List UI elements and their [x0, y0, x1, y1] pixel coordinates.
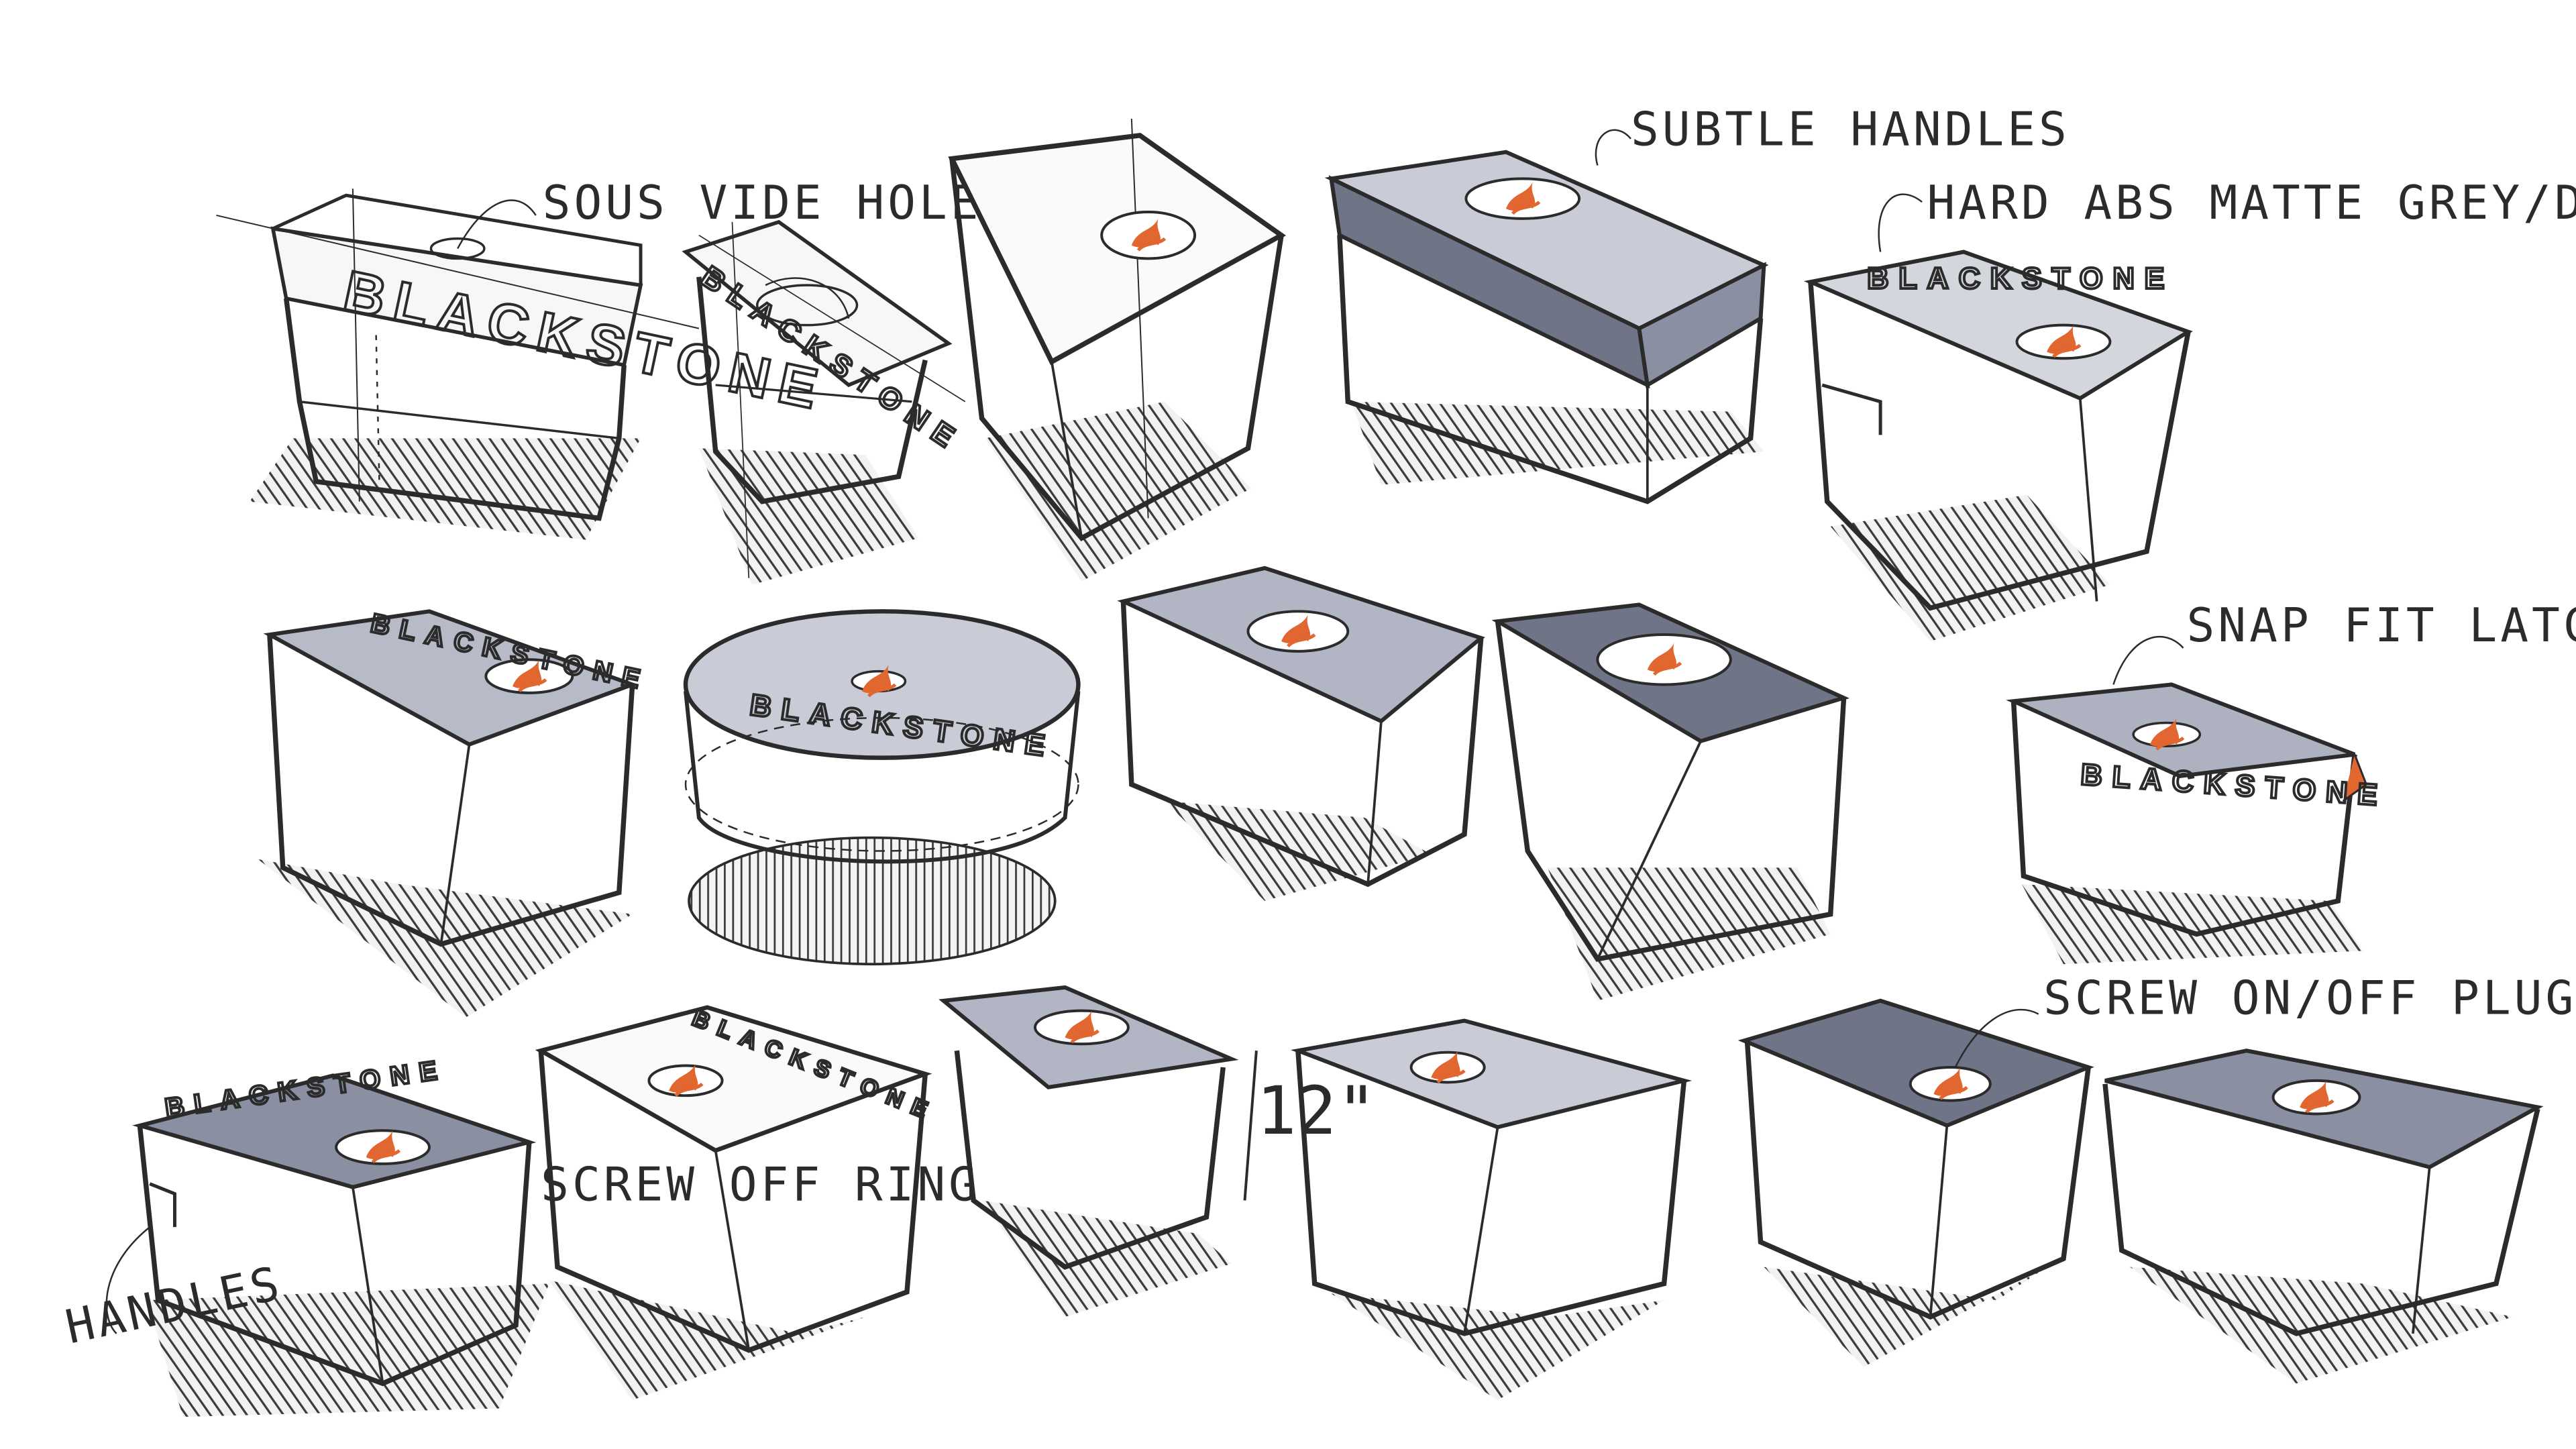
annotation-hard-abs: HARD ABS MATTE GREY/DARK — [1927, 176, 2576, 230]
sketch-box-6: BLACKSTONE — [258, 607, 653, 1018]
brand-mark: BLACKSTONE — [1867, 262, 2174, 295]
sketch-box-16 — [2102, 1049, 2544, 1384]
annotation-screw-off-ring: SCREW OFF RING — [541, 1158, 980, 1212]
sketch-box-8 — [1117, 566, 1485, 901]
sketch-box-3 — [948, 119, 1287, 582]
sketch-box-13: 12" — [938, 985, 1377, 1318]
sketch-box-10: BLACKSTONE SNAP FIT LATCHES — [2006, 599, 2576, 965]
sketch-box-14 — [1290, 1018, 1693, 1401]
annotation-snap-fit: SNAP FIT LATCHES — [2187, 599, 2576, 653]
height-dimension: 12" — [1256, 1073, 1377, 1150]
sketch-box-15: SCREW ON/OFF PLUG — [1737, 972, 2576, 1367]
sketch-box-2: BLACKSTONE — [682, 219, 969, 585]
annotation-screw-plug: SCREW ON/OFF PLUG — [2043, 972, 2576, 1026]
sketch-box-7: BLACKSTONE — [683, 609, 1081, 966]
annotation-side-handles: SUBTLE HANDLES — [1631, 103, 2070, 157]
annotation-sous-vide-hole: SOUS VIDE HOLE — [543, 176, 982, 230]
sketch-box-9 — [1491, 602, 1849, 1001]
sketch-box-5: BLACKSTONE HARD ABS MATTE GREY/DARK — [1803, 176, 2576, 641]
sketch-box-11: BLACKSTONE HANDLES SCREW OFF RING — [61, 1053, 980, 1417]
sketch-box-4: SUBTLE HANDLES — [1324, 103, 2070, 504]
